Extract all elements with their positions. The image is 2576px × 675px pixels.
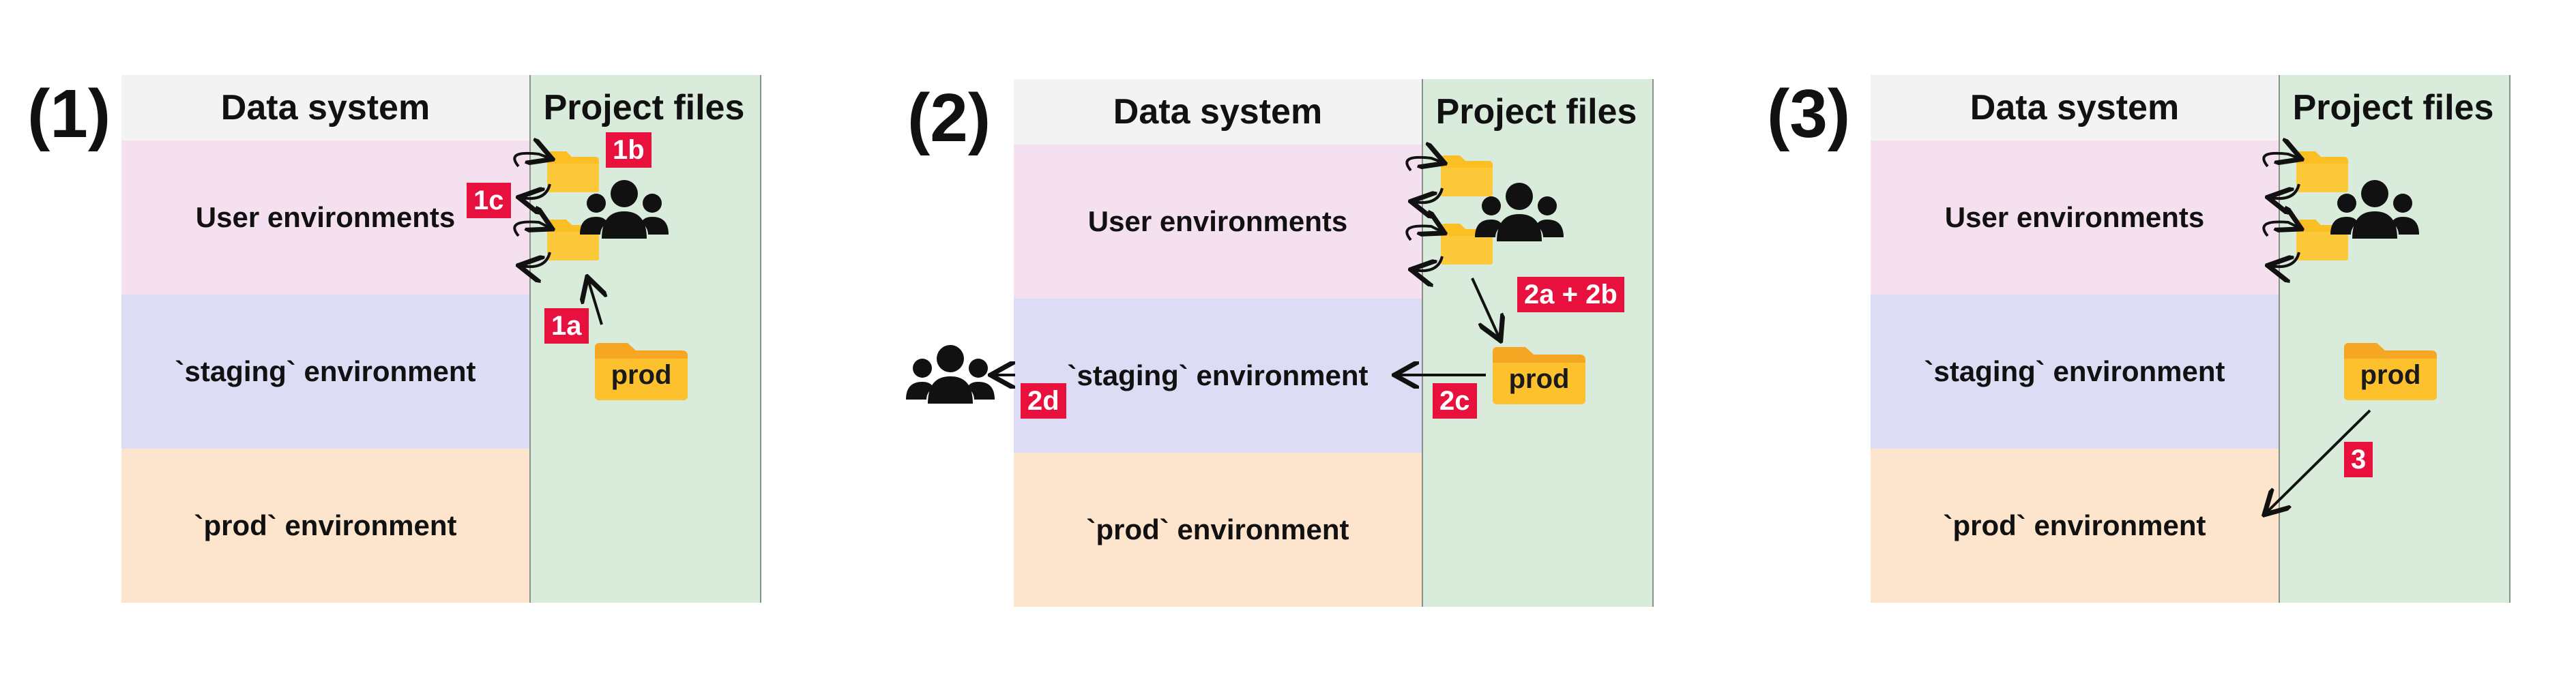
data-header-bg — [121, 75, 529, 140]
panel-3: (3) Data system User environments `stagi… — [1716, 0, 2575, 675]
prod-environment-row: `prod` environment — [1014, 453, 1422, 607]
badge-1b: 1b — [606, 132, 652, 168]
folder-label: prod — [611, 360, 672, 390]
panel-number: (3) — [1767, 76, 1851, 152]
sync-arrows-icon — [1716, 0, 2371, 675]
data-system-header: Data system — [1970, 88, 2180, 127]
user-environments-row: User environments — [121, 140, 529, 295]
badge-2a-2b: 2a + 2b — [1517, 277, 1624, 312]
data-header-bg — [1014, 79, 1422, 145]
panel-number: (1) — [27, 76, 111, 152]
prod-environment-row: `prod` environment — [121, 449, 529, 603]
folder-icon — [2344, 343, 2437, 400]
data-system-header: Data system — [1113, 92, 1323, 132]
folder-label: prod — [2360, 360, 2421, 390]
sync-arrows-icon — [513, 0, 858, 325]
badge-3: 3 — [2344, 442, 2373, 477]
data-system-header: Data system — [220, 88, 430, 127]
staging-environment-row: `staging` environment — [1871, 295, 2279, 449]
users-icon — [2330, 180, 2419, 239]
badge-2c: 2c — [1433, 383, 1477, 419]
badge-2d: 2d — [1021, 383, 1066, 419]
badge-1c: 1c — [467, 183, 511, 218]
project-files-header: Project files — [543, 88, 745, 127]
user-environments-row: User environments — [1014, 145, 1422, 299]
project-files-header: Project files — [1435, 92, 1637, 132]
badge-1a: 1a — [544, 308, 589, 344]
prod-folder: prod — [2341, 341, 2440, 402]
panel-2: (2) Data system User environments `stagi… — [858, 0, 1716, 675]
folder-icon — [547, 151, 599, 192]
staging-environment-row: `staging` environment — [121, 295, 529, 449]
data-header-bg — [1871, 75, 2279, 140]
user-environments-row: User environments — [1871, 140, 2279, 295]
project-files-header: Project files — [2292, 88, 2494, 127]
sync-arrows-icon — [858, 0, 1716, 675]
folder-label: prod — [1508, 364, 1570, 394]
panel-1: (1) Data system User environments `stagi… — [0, 0, 858, 675]
prod-folder: prod — [592, 341, 690, 402]
folder-icon — [1493, 347, 1585, 404]
prod-folder: prod — [1490, 345, 1588, 406]
folder-icon — [1441, 155, 1493, 196]
folder-icon — [595, 343, 688, 400]
users-icon — [580, 180, 669, 239]
folder-icon — [2296, 151, 2348, 192]
panel-number: (2) — [907, 80, 991, 156]
prod-environment-row: `prod` environment — [1871, 449, 2279, 603]
users-icon — [1475, 183, 1564, 241]
staging-environment-row: `staging` environment — [1014, 299, 1422, 453]
